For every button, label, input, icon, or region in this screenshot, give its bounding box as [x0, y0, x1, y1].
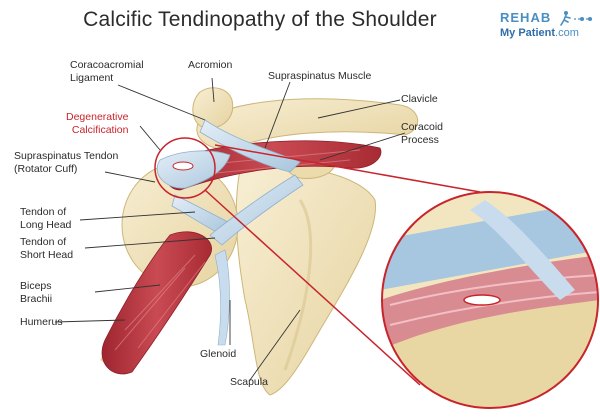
- label-long-head-tendon: Tendon of Long Head: [20, 206, 71, 231]
- short-head-tendon-shape: [209, 174, 304, 246]
- supraspinatus-tendon-shape: [156, 150, 231, 189]
- calcification-spot: [172, 161, 194, 171]
- logo-rehab-text: REHAB: [500, 10, 552, 25]
- label-short-head-line2: Short Head: [20, 248, 74, 261]
- diagram-title: Calcific Tendinopathy of the Shoulder: [83, 8, 437, 31]
- brand-logo: REHAB My Patient.com: [500, 10, 596, 48]
- label-scapula: Scapula: [230, 376, 268, 388]
- label-humerus: Humerus: [20, 316, 63, 328]
- label-biceps-brachii: Biceps Brachii: [20, 280, 52, 305]
- label-coracoid-process: Coracoid Process: [401, 121, 443, 146]
- zoom-connector-line: [204, 189, 421, 386]
- label-supraspinatus-muscle: Supraspinatus Muscle: [268, 70, 372, 82]
- label-coracoid-line2: Process: [401, 133, 439, 146]
- label-short-head-tendon: Tendon of Short Head: [20, 236, 73, 261]
- label-coracoacromial-line1: Coracoacromial: [70, 59, 144, 71]
- label-supraspinatus-tendon: Supraspinatus Tendon (Rotator Cuff): [14, 150, 118, 175]
- logo-mypatient-text: My Patient.com: [500, 27, 579, 39]
- label-glenoid: Glenoid: [200, 348, 237, 360]
- calcification-highlight-circle: [154, 137, 216, 199]
- label-degenerative-line1: Degenerative: [66, 111, 129, 123]
- biceps-muscle-shape: [101, 231, 212, 375]
- label-clavicle: Clavicle: [401, 93, 438, 105]
- zoom-calcification: [463, 294, 501, 306]
- label-biceps-line2: Brachii: [20, 292, 53, 305]
- label-coracoacromial-ligament: Coracoacromial Ligament: [70, 59, 144, 84]
- label-degenerative-line2: Calcification: [71, 123, 129, 136]
- label-coracoacromial-line2: Ligament: [70, 71, 114, 84]
- label-biceps-line1: Biceps: [20, 280, 52, 292]
- label-short-head-line1: Tendon of: [20, 236, 67, 248]
- label-supraspinatus-tendon-line2: (Rotator Cuff): [14, 162, 78, 175]
- label-long-head-line2: Long Head: [20, 218, 72, 231]
- coracoacromial-ligament-shape: [199, 119, 301, 173]
- logo-dotcom: .com: [555, 27, 579, 39]
- label-degenerative-calcification: Degenerative Calcification: [66, 111, 128, 136]
- running-person-icon: [560, 11, 592, 26]
- label-coracoid-line1: Coracoid: [401, 121, 444, 133]
- label-long-head-line1: Tendon of: [20, 206, 67, 218]
- label-supraspinatus-tendon-line1: Supraspinatus Tendon: [14, 150, 119, 162]
- acromion-shape: [192, 87, 234, 129]
- logo-mypatient-name: My Patient: [500, 27, 556, 39]
- zoom-inset: [382, 192, 598, 408]
- label-acromion: Acromion: [188, 59, 233, 71]
